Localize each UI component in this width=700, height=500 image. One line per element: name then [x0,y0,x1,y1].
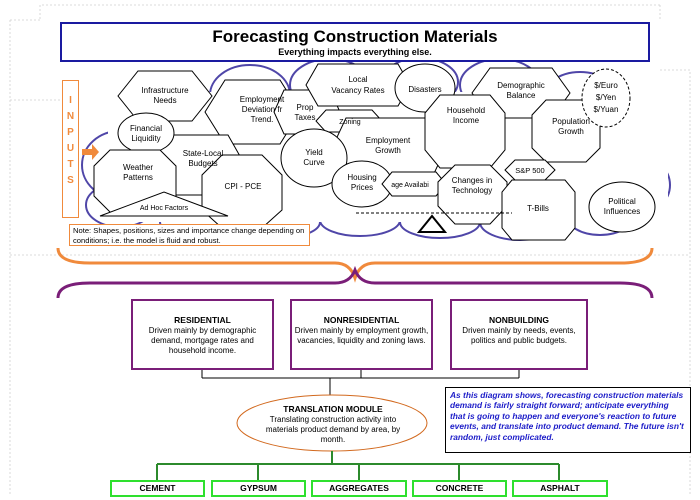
segment-description: Driven mainly by employment growth, vaca… [294,326,429,345]
segment-connectors [201,370,520,396]
political-influences-shape [588,181,656,233]
segment-nonresidential: NONRESIDENTIAL Driven mainly by employme… [290,299,433,370]
page-title: Forecasting Construction Materials [212,27,498,46]
cpi-pce-label: CPI - PCE [225,182,262,191]
infrastructure-needs-shape [117,70,213,122]
inputs-letter: P [67,127,74,138]
credit-availability-shape [381,171,447,197]
segment-title: RESIDENTIAL [174,315,231,325]
callout-box: As this diagram shows, forecasting const… [445,387,691,453]
zoning-label: Zoning [339,119,361,126]
product-asphalt: ASPHALT [512,480,608,497]
changes-technology-shape [437,164,508,225]
credit-availability-label: age Availabi [391,182,429,189]
frame-lines [9,4,691,495]
segment-title: NONRESIDENTIAL [323,315,400,325]
tbills-label: T-Bills [527,204,549,213]
translation-module-description: Translating construction activity into m… [265,415,401,444]
currency-shape [581,68,631,128]
inputs-label-box: I N P U T S [62,80,79,218]
inputs-letter: T [67,159,74,170]
employment-deviation-shape [204,79,301,145]
product-cement: CEMENT [110,480,205,497]
arrow-right-icon [82,144,99,160]
financial-liquidity-shape [117,112,175,154]
currency-label: $/Euro$/Yen$/Yuan [594,81,619,114]
pivot-triangle-icon [416,214,448,233]
segment-description: Driven mainly by demographic demand, mor… [148,326,257,355]
product-gypsum: GYPSUM [211,480,306,497]
note-box: Note: Shapes, positions, sizes and impor… [69,224,310,246]
inputs-letter: S [67,175,74,186]
inputs-letter: I [69,95,72,106]
product-concrete: CONCRETE [412,480,507,497]
product-aggregates: AGGREGATES [311,480,407,497]
local-vacancy-shape [305,63,411,107]
inputs-letter: N [66,111,75,122]
ad-hoc-factors-label: Ad Hoc Factors [140,205,189,212]
inputs-brace [56,247,654,283]
product-tree [156,451,560,480]
segments-brace [56,265,654,299]
title-box: Forecasting Construction Materials Every… [60,22,650,62]
translation-module-title: TRANSLATION MODULE [283,404,383,414]
page-subtitle: Everything impacts everything else. [278,47,432,57]
disasters-label: Disasters [408,85,441,94]
tbills-shape [501,179,576,241]
segment-description: Driven mainly by needs, events, politics… [462,326,576,345]
segment-title: NONBUILDING [489,315,549,325]
yield-curve-shape [280,128,348,188]
segment-nonbuilding: NONBUILDING Driven mainly by needs, even… [450,299,588,370]
ad-hoc-factors-shape [99,191,229,217]
segment-residential: RESIDENTIAL Driven mainly by demographic… [131,299,274,370]
inputs-letter: U [66,143,75,154]
sp500-label: S&P 500 [515,166,544,175]
